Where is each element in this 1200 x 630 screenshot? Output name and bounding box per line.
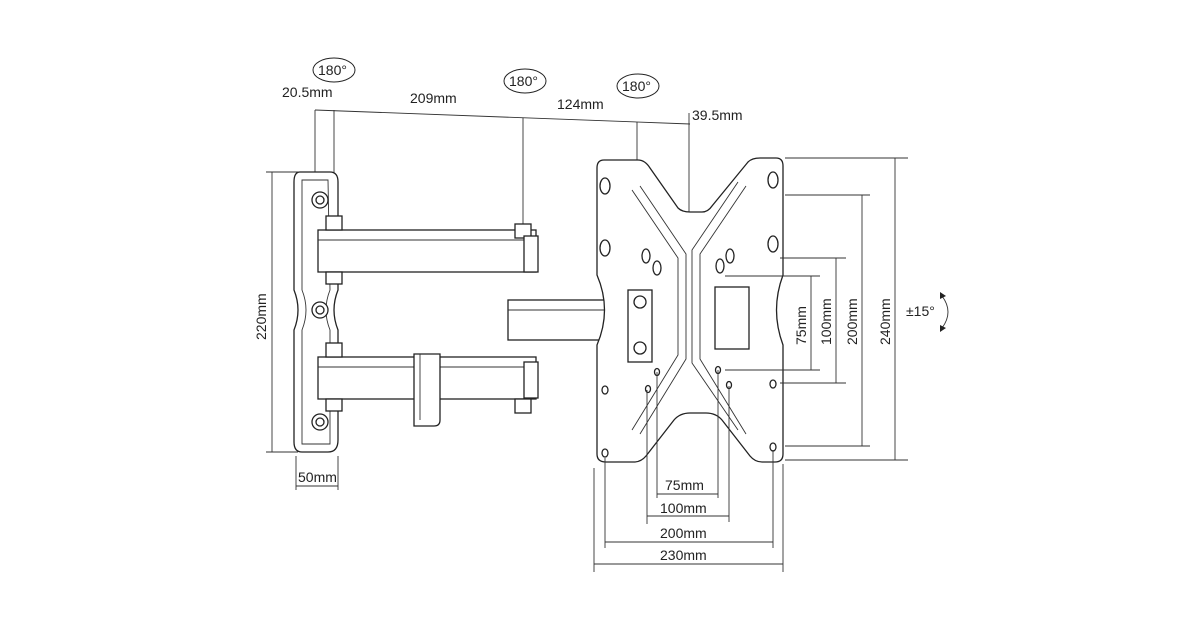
lower-arm <box>317 342 539 427</box>
svg-text:180°: 180° <box>509 73 538 89</box>
vesa-vertical-dimensions: 240mm 200mm 100mm 75mm <box>725 157 908 461</box>
dim-arm2: 124mm <box>557 96 604 112</box>
dim-wall-offset: 20.5mm <box>282 84 333 100</box>
vesa-horizontal-dimensions: 75mm 100mm 200mm 230mm <box>593 370 784 572</box>
dim-v100: 100mm <box>818 298 834 345</box>
dim-plate-offset: 39.5mm <box>692 107 743 123</box>
dim-wall-height: 220mm <box>253 293 269 340</box>
dim-v75: 75mm <box>793 306 809 345</box>
dim-h100: 100mm <box>660 500 707 516</box>
dim-arm1: 209mm <box>410 90 457 106</box>
svg-text:180°: 180° <box>622 78 651 94</box>
dim-v240: 240mm <box>877 298 893 345</box>
rotation-badge: 180° <box>312 57 356 83</box>
dim-h75: 75mm <box>665 477 704 493</box>
vesa-plate <box>596 157 784 463</box>
rotation-badge: 180° <box>616 73 660 99</box>
tilt-indicator: ±15° <box>906 292 949 332</box>
rotation-badge: 180° <box>503 68 547 94</box>
top-dimension-chain: 20.5mm 209mm 124mm 39.5mm <box>282 84 743 232</box>
dim-h230: 230mm <box>660 547 707 563</box>
wall-plate-dimensions: 220mm 50mm <box>253 171 339 490</box>
svg-text:180°: 180° <box>318 62 347 78</box>
dim-h200: 200mm <box>660 525 707 541</box>
dim-wall-width: 50mm <box>298 469 337 485</box>
middle-arm <box>507 299 617 341</box>
upper-arm <box>317 215 539 285</box>
tilt-label: ±15° <box>906 303 935 319</box>
dim-v200: 200mm <box>844 298 860 345</box>
